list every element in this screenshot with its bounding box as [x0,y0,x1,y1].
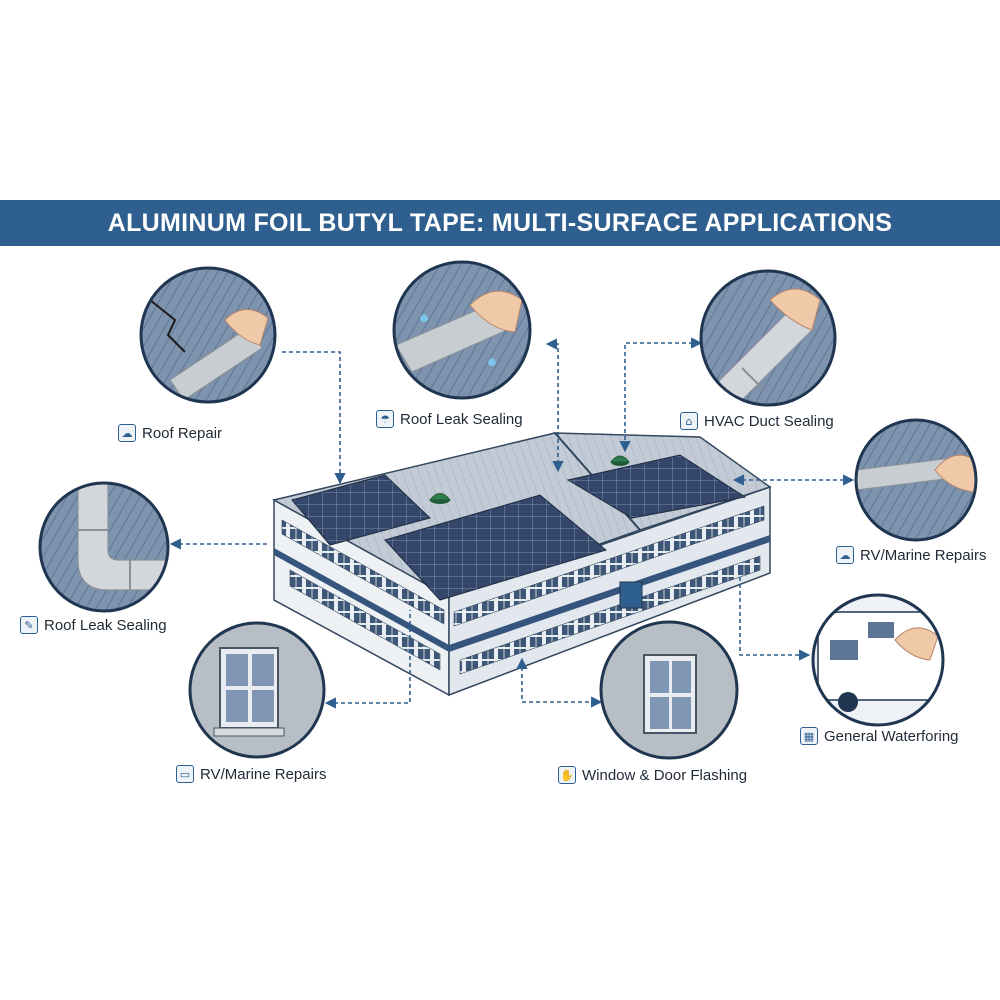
hand-tape-icon: ✋ [558,766,576,784]
callout-label: Roof Leak Sealing [400,410,523,428]
callout-label: RV/Marine Repairs [200,765,327,783]
callout-label: Roof Repair [142,424,223,442]
detail-hvac-duct-sealing [699,269,837,407]
callout-roof-leak-sealing-top: ☂ Roof Leak Sealing [376,406,523,432]
page-title: ALUMINUM FOIL BUTYL TAPE: MULTI-SURFACE … [107,209,893,237]
callout-label: Roof Leak Sealing [44,616,167,634]
connector-hvac [619,337,703,453]
detail-rv-marine-right [854,418,978,542]
callout-label: General Waterforing [824,727,959,745]
building-door [619,581,643,609]
callout-rv-marine-window: ▭ RV/Marine Repairs [176,761,326,787]
callout-hvac-duct-sealing: ⌂ HVAC Duct Sealing [680,408,834,434]
detail-window-door-flashing [599,620,739,760]
roof-vent-1 [428,493,452,504]
detail-roof-repair [139,266,277,404]
title-banner: ALUMINUM FOIL BUTYL TAPE: MULTI-SURFACE … [0,200,1000,246]
connector-roof-repair [282,351,346,485]
detail-roof-leak-sealing-top [392,260,532,400]
connector-general-water [739,570,811,661]
callout-general-waterforing: ▦ General Waterforing [800,723,959,749]
callout-roof-leak-sealing-left: ✎ Roof Leak Sealing [20,612,167,638]
duct-icon: ⌂ [680,412,698,430]
rv-icon: ▭ [176,765,194,783]
callout-window-door-flashing: ✋ Window & Door Flashing [558,762,747,788]
tools-icon: ✎ [20,616,38,634]
warehouse-building [271,432,772,697]
detail-general-waterforing [811,593,945,727]
detail-rv-marine-window [188,621,326,759]
callout-label: Window & Door Flashing [582,766,748,784]
callout-label: RV/Marine Repairs [860,546,987,564]
roof-vent-2 [609,455,631,466]
connector-lines [169,337,855,709]
solar-panel-array-3 [566,454,747,519]
connector-roof-leak-top [545,338,564,473]
solar-panel-array-1 [291,474,431,546]
callout-roof-repair: ☁ Roof Repair [118,420,222,446]
detail-roof-leak-sealing-left [38,481,170,613]
cloud-gear-icon: ☁ [118,424,136,442]
connector-window-door [516,657,603,708]
callout-label: HVAC Duct Sealing [704,412,834,430]
solar-panel-array-2 [384,494,608,601]
window-icon: ▦ [800,727,818,745]
cloud-rain-icon: ☂ [376,410,394,428]
cloud-check-icon: ☁ [836,546,854,564]
callout-rv-marine-right: ☁ RV/Marine Repairs [836,542,986,568]
